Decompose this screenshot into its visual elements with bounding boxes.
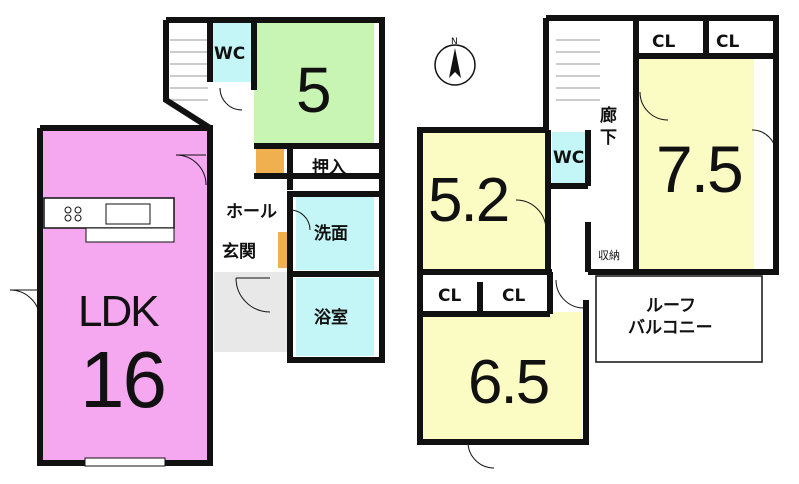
roof-balcony [595, 275, 763, 363]
ground-walls [37, 17, 385, 466]
door-swings-upper [467, 91, 777, 469]
wc-upper-room [552, 132, 588, 184]
senmen-room [296, 194, 374, 270]
genkan-label: 玄関 [222, 242, 256, 262]
cl-2-label: CL [716, 32, 740, 52]
cl-3-label: CL [438, 286, 462, 306]
room-75-size: 7.5 [656, 132, 744, 206]
room-65-size: 6.5 [468, 348, 550, 417]
ldk-size: 16 [80, 335, 167, 424]
stairs-ground [170, 39, 208, 101]
yokushitsu-label: 浴室 [314, 308, 348, 328]
washitsu-size: 5 [296, 54, 332, 126]
rouka-label-1: 廊 [600, 106, 617, 126]
kitchen-counter [43, 197, 175, 229]
cl-1-label: CL [652, 32, 676, 52]
cl-4-label: CL [502, 286, 526, 306]
kitchen-sink [105, 203, 151, 225]
room-6-5 [422, 312, 582, 442]
shuno-label: 収納 [598, 249, 620, 262]
oshiire-label: 押入 [312, 158, 346, 178]
door-swings-ground [9, 87, 311, 321]
stairs-upper [556, 39, 600, 101]
compass-icon [434, 44, 476, 86]
washitsu-room [254, 22, 374, 146]
ldk-label: LDK [78, 287, 160, 336]
compass-label: N [451, 37, 458, 47]
room-52-size: 5.2 [428, 166, 510, 235]
wc-ground-label: WC [214, 44, 246, 64]
yokushitsu-room [296, 278, 374, 356]
hall-label: ホール [226, 202, 277, 222]
room-7-5 [636, 56, 754, 270]
ldk-room [40, 128, 210, 463]
rouka-label-2: 下 [600, 128, 617, 148]
wc-upper-label: WC [553, 148, 585, 168]
genkan-floor [214, 272, 288, 352]
balcony-label-1: ルーフ [646, 296, 696, 316]
kitchen-bar [85, 227, 175, 243]
wc-ground-room [210, 22, 254, 82]
senmen-label: 洗面 [314, 224, 348, 244]
balcony-label-2: バルコニー [628, 318, 713, 338]
cabinet-block [256, 148, 284, 174]
upper-walls [417, 15, 779, 445]
